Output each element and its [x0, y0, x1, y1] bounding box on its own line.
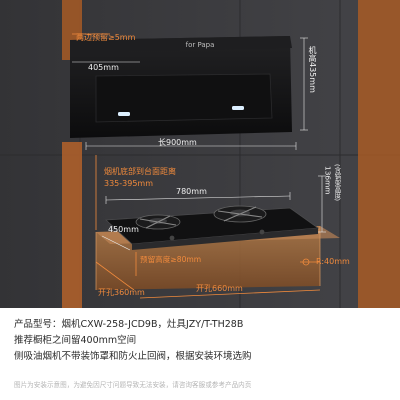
info-panel-bg: [0, 308, 400, 400]
gas-stove: [105, 205, 320, 250]
corner-radius-icon: [302, 258, 310, 266]
install-note-line: 侧吸油烟机不带装饰罩和防火止回阀，根据安装环境选购: [14, 351, 252, 362]
cabinet-clearance-label: 预留高度≥80mm: [140, 255, 202, 264]
stove-depth-label: 450mm: [108, 225, 139, 234]
hood-length-line: [85, 142, 297, 150]
right-cabinet: [358, 0, 400, 308]
side-clearance-label: 两边预留≥5mm: [76, 33, 136, 42]
hood-to-counter-label: 烟机底部到台面距离: [104, 167, 176, 176]
hood-to-counter-range: 335-395mm: [104, 179, 154, 188]
left-cabinet: [62, 142, 82, 308]
stove-height-line: [318, 175, 326, 233]
range-hood: [70, 36, 292, 138]
hood-brand-logo: for Papa: [186, 41, 215, 49]
cutout-depth-label: 开孔360mm: [98, 288, 145, 297]
stove-height-note: (含锅架高度): [333, 164, 342, 201]
hood-height-line: [300, 37, 308, 131]
product-model-line: 产品型号：烟机CXW-258-JCD9B，灶具JZY/T-TH28B: [14, 319, 244, 330]
disclaimer-line: 图片为安装示意图，为避免因尺寸问题导致无法安装，请咨询客服或参考产品内页: [14, 381, 252, 389]
hood-width-label: 405mm: [88, 63, 119, 72]
stove-length-line: [105, 192, 291, 204]
corner-radius-label: R:40mm: [316, 257, 350, 266]
stove-height-label: 136mm: [323, 166, 333, 195]
hood-length-label: 长900mm: [158, 138, 197, 147]
stove-depth-line: [101, 235, 131, 251]
cabinet-spacing-line: 推荐橱柜之间留400mm空间: [14, 335, 137, 346]
hood-height-label: 机高435mm: [308, 46, 317, 93]
stove-length-label: 780mm: [176, 187, 207, 196]
cutout-length-label: 开孔660mm: [196, 284, 243, 293]
